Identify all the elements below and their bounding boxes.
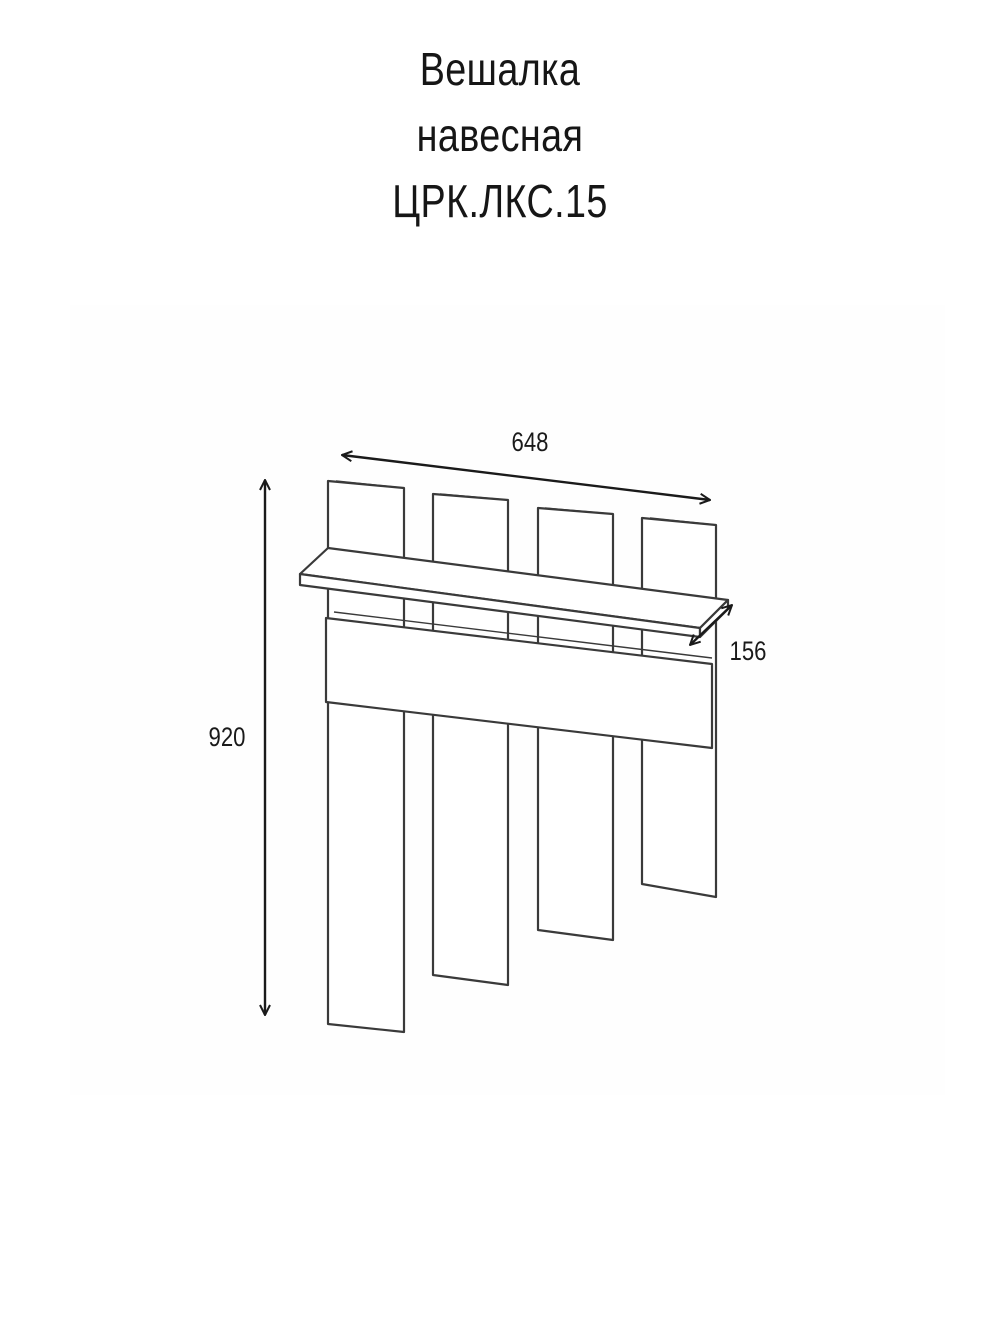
title-line-3: ЦРК.ЛКС.15 — [392, 175, 608, 227]
width-dimension-line — [342, 455, 710, 500]
width-label: 648 — [512, 428, 549, 458]
title-line-2: навесная — [416, 109, 584, 161]
slat-3-edge — [544, 507, 614, 515]
back-board-top-edge — [333, 611, 713, 659]
title-line-1: Вешалка — [419, 43, 581, 95]
height-label: 920 — [209, 723, 246, 753]
title-block: Вешалка навесная ЦРК.ЛКС.15 — [0, 36, 1000, 234]
back-board — [324, 616, 714, 750]
depth-label: 156 — [730, 637, 767, 667]
slat-4-edge — [649, 517, 717, 526]
depth-dimension-line — [690, 605, 732, 645]
